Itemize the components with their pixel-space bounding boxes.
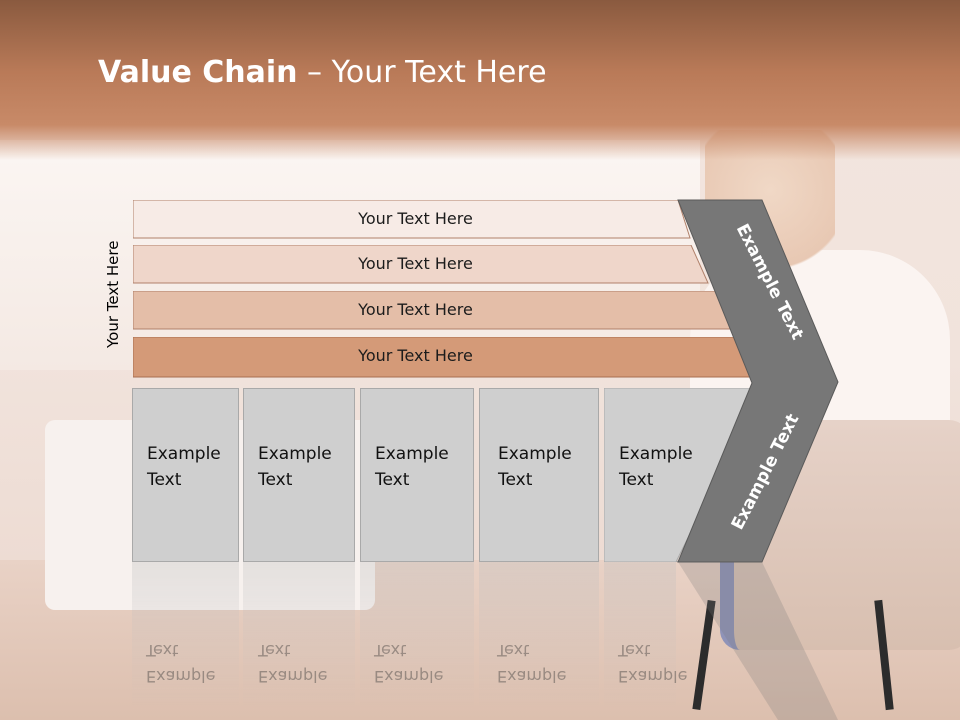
support-band-1-label: Your Text Here xyxy=(358,209,473,228)
reflection-box xyxy=(479,562,599,712)
reflection-box xyxy=(604,562,676,712)
reflection: Example Text Example Text Example Text E… xyxy=(0,562,960,720)
primary-activity-1-text: Example Text xyxy=(147,444,221,490)
primary-activity-5: Example Text xyxy=(604,388,762,562)
slide-title-rest: – Your Text Here xyxy=(297,55,547,90)
reflection-text: Example Text xyxy=(146,641,216,686)
support-band-2-label: Your Text Here xyxy=(358,254,473,273)
reflection-box xyxy=(243,562,355,712)
primary-activity-2-text: Example Text xyxy=(258,444,332,490)
support-band-2: Your Text Here xyxy=(133,245,713,284)
support-band-3-label: Your Text Here xyxy=(358,300,473,319)
slide-title: Value Chain – Your Text Here xyxy=(98,55,547,90)
reflection-text: Example Text xyxy=(618,641,688,686)
support-band-4: Your Text Here xyxy=(133,337,768,378)
primary-activity-4-text: Example Text xyxy=(498,444,572,490)
header-band xyxy=(0,0,960,160)
slide-title-bold: Value Chain xyxy=(98,55,298,90)
primary-activity-2: Example Text xyxy=(243,388,355,562)
support-band-3: Your Text Here xyxy=(133,291,743,330)
support-band-1: Your Text Here xyxy=(133,200,693,239)
reflection-text: Example Text xyxy=(374,641,444,686)
primary-activity-3-text: Example Text xyxy=(375,444,449,490)
reflection-box xyxy=(360,562,474,712)
reflection-box xyxy=(132,562,239,712)
primary-activity-3: Example Text xyxy=(360,388,474,562)
support-band-4-label: Your Text Here xyxy=(358,346,473,365)
primary-activity-5-text: Example Text xyxy=(619,444,693,490)
reflection-text: Example Text xyxy=(258,641,328,686)
primary-activity-4: Example Text xyxy=(479,388,599,562)
vertical-label: Your Text Here xyxy=(104,240,122,348)
reflection-text: Example Text xyxy=(497,641,567,686)
primary-activity-1: Example Text xyxy=(132,388,239,562)
